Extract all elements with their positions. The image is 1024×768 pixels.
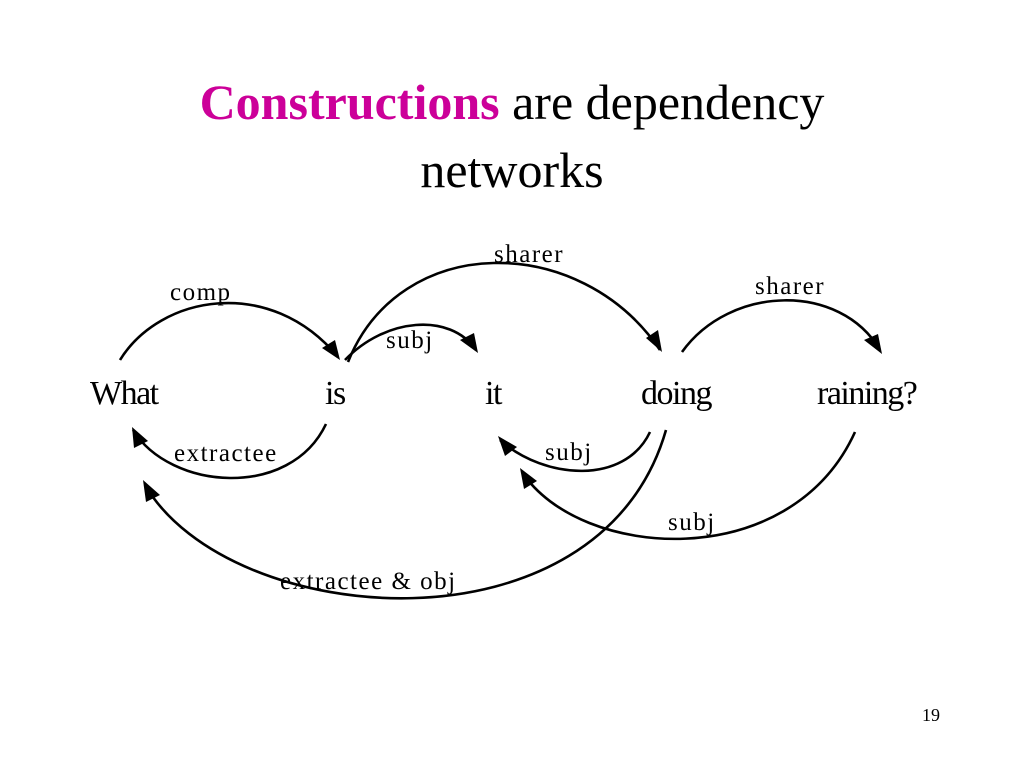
arc-extractee: [131, 423, 328, 480]
title-rest: are dependency: [499, 74, 825, 130]
page-number: 19: [922, 705, 940, 725]
arrowhead-extractee-obj: [143, 480, 160, 502]
label-sharer-doing-raining: sharer: [755, 273, 825, 300]
arc-comp: [118, 301, 339, 361]
slide-title: Constructions are dependency networks: [0, 68, 1024, 204]
label-subj-is-it: subj: [386, 327, 434, 354]
label-subj-doing-it: subj: [545, 439, 593, 466]
label-subj-raining-it: subj: [668, 509, 716, 536]
arc-extractee-obj: [143, 429, 668, 600]
word-is: is: [325, 375, 345, 412]
word-what: What: [90, 375, 160, 412]
arrowhead-subj-is-it: [460, 333, 478, 353]
arc-sharer-is-doing: [346, 261, 662, 363]
arrowhead-subj-doing-it: [498, 436, 517, 456]
arc-sharer-doing-raining: [680, 299, 882, 353]
arc-subj-doing-it: [499, 431, 652, 473]
label-comp: comp: [170, 279, 232, 306]
label-extractee: extractee: [174, 440, 278, 467]
arrowhead-sharer-is-doing: [646, 330, 662, 352]
title-highlight: Constructions: [199, 74, 500, 130]
label-extractee-obj: extractee & obj: [280, 568, 457, 595]
arrowhead-sharer-doing-raining: [864, 334, 882, 354]
word-it: it: [485, 375, 503, 412]
title-line2: networks: [420, 142, 604, 198]
word-doing: doing: [641, 375, 712, 412]
label-sharer-is-doing: sharer: [494, 241, 564, 268]
word-raining: raining?: [817, 375, 917, 412]
arrowhead-subj-raining-it: [520, 468, 537, 489]
arrowhead-comp: [322, 340, 340, 360]
arc-subj-raining-it: [520, 431, 857, 541]
arrowhead-extractee: [132, 427, 148, 448]
